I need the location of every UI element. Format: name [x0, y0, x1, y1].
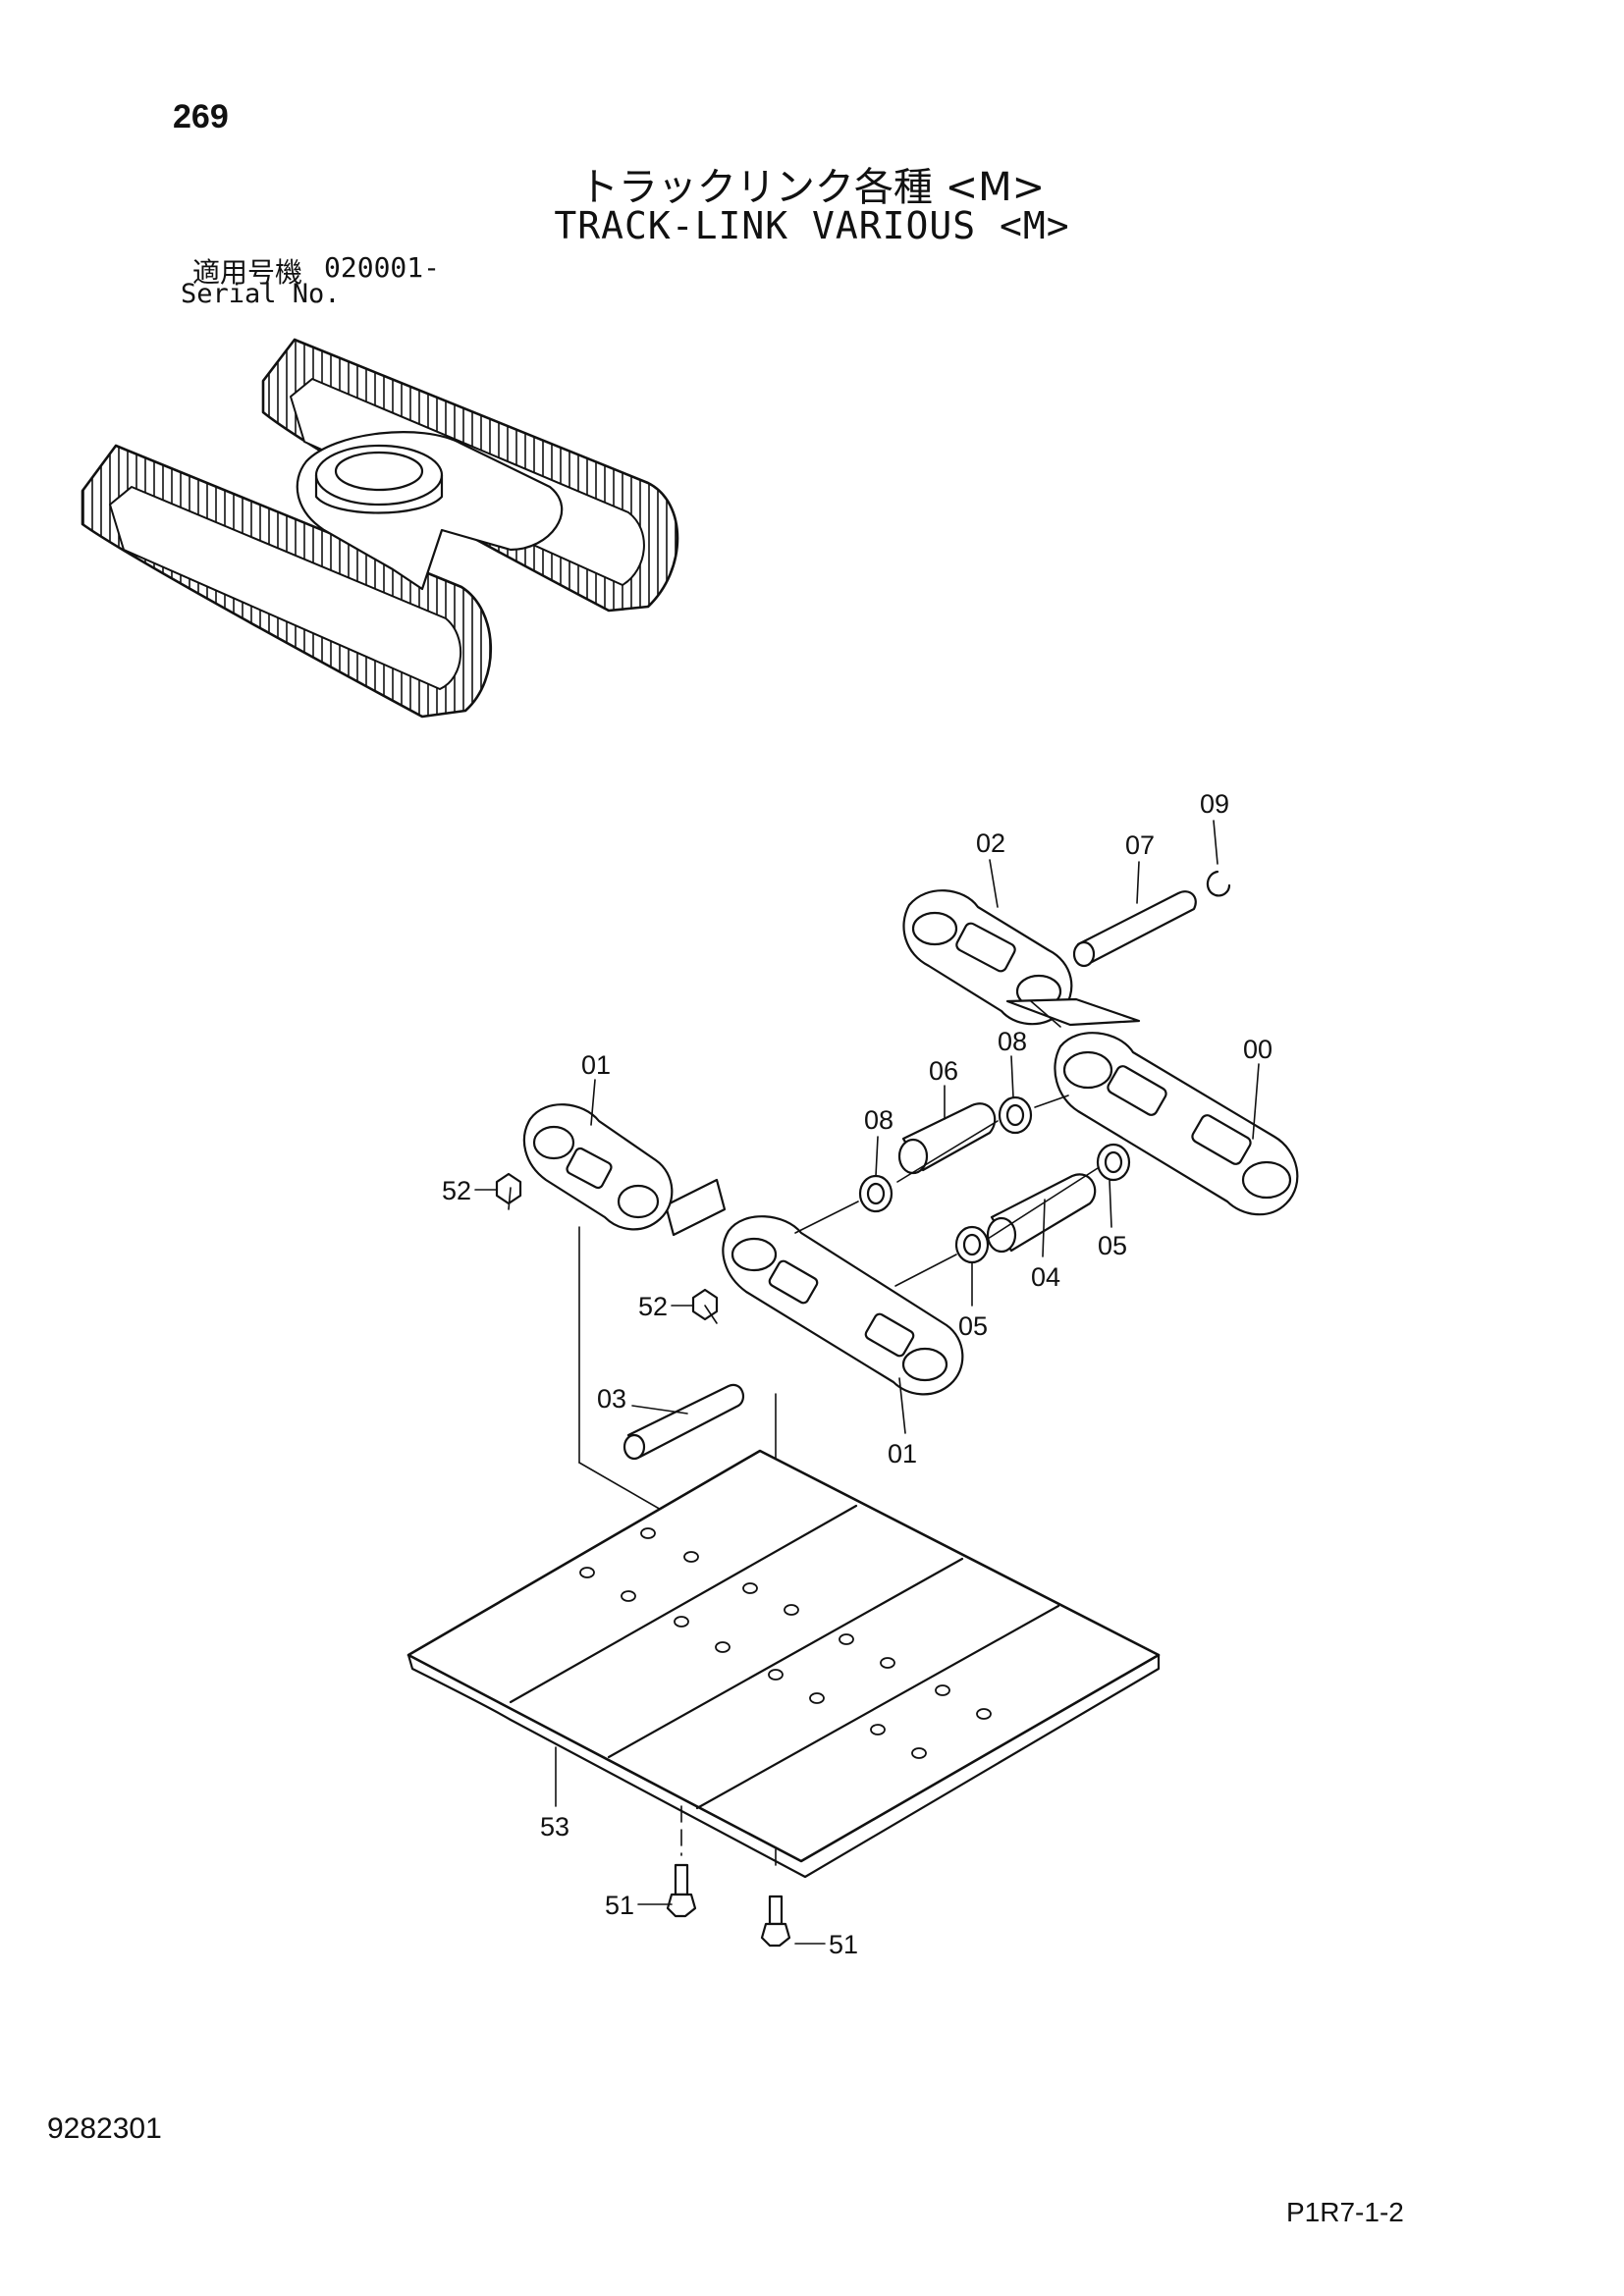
callout-52-lower: 52 — [638, 1292, 668, 1321]
bolt-51-right — [760, 1895, 791, 1948]
seal-05-left — [954, 1225, 990, 1264]
track-link-01-center — [722, 1215, 964, 1396]
bushing-04 — [986, 1173, 1097, 1254]
drawing-number: 9282301 — [47, 2112, 162, 2145]
assembly-guide-lines — [508, 1000, 1099, 1572]
seal-08-right — [998, 1095, 1033, 1135]
callout-51-right: 51 — [829, 1930, 858, 1959]
callout-04: 04 — [1031, 1262, 1060, 1292]
callout-00: 00 — [1243, 1035, 1272, 1064]
serial-number: 020001- — [324, 251, 441, 284]
title-japanese: トラックリンク各種 <M> — [578, 165, 1046, 210]
serial-label-english: Serial No. — [181, 279, 341, 309]
callout-53: 53 — [540, 1812, 569, 1842]
callout-02: 02 — [976, 828, 1005, 858]
pin-03 — [623, 1383, 745, 1461]
callout-05-right: 05 — [1098, 1231, 1127, 1260]
seal-08-left — [858, 1174, 893, 1213]
seal-05-right — [1096, 1143, 1131, 1182]
track-link-00 — [1054, 1032, 1299, 1216]
callout-06: 06 — [929, 1056, 958, 1086]
callout-51-left: 51 — [605, 1891, 634, 1920]
callout-52-upper: 52 — [442, 1176, 471, 1205]
shim-plate-left — [664, 1178, 727, 1237]
undercarriage-overview-illustration — [81, 338, 679, 719]
serial-label-japanese: 適用号機 — [192, 256, 303, 289]
track-shoe-53 — [406, 1449, 1161, 1879]
callout-07: 07 — [1125, 830, 1155, 860]
callout-leader-lines — [474, 820, 1260, 1945]
bushing-06 — [897, 1102, 997, 1175]
nut-52-lower — [691, 1288, 719, 1321]
callout-09: 09 — [1200, 789, 1229, 819]
callout-01-top: 01 — [581, 1050, 611, 1080]
nut-52-upper — [495, 1172, 522, 1205]
track-link-01-left — [522, 1103, 674, 1231]
page-number: 269 — [173, 98, 229, 135]
title-english: TRACK-LINK VARIOUS <M> — [554, 204, 1070, 247]
callout-08-left: 08 — [864, 1105, 893, 1135]
bolt-51-left — [666, 1863, 697, 1918]
callout-01-bottom: 01 — [888, 1439, 917, 1468]
callout-05-left: 05 — [958, 1311, 988, 1341]
callout-08-right: 08 — [998, 1027, 1027, 1056]
page-code: P1R7-1-2 — [1286, 2197, 1404, 2227]
callout-03: 03 — [597, 1384, 626, 1414]
pin-07 — [1072, 890, 1197, 968]
snap-ring-09 — [1206, 870, 1231, 897]
